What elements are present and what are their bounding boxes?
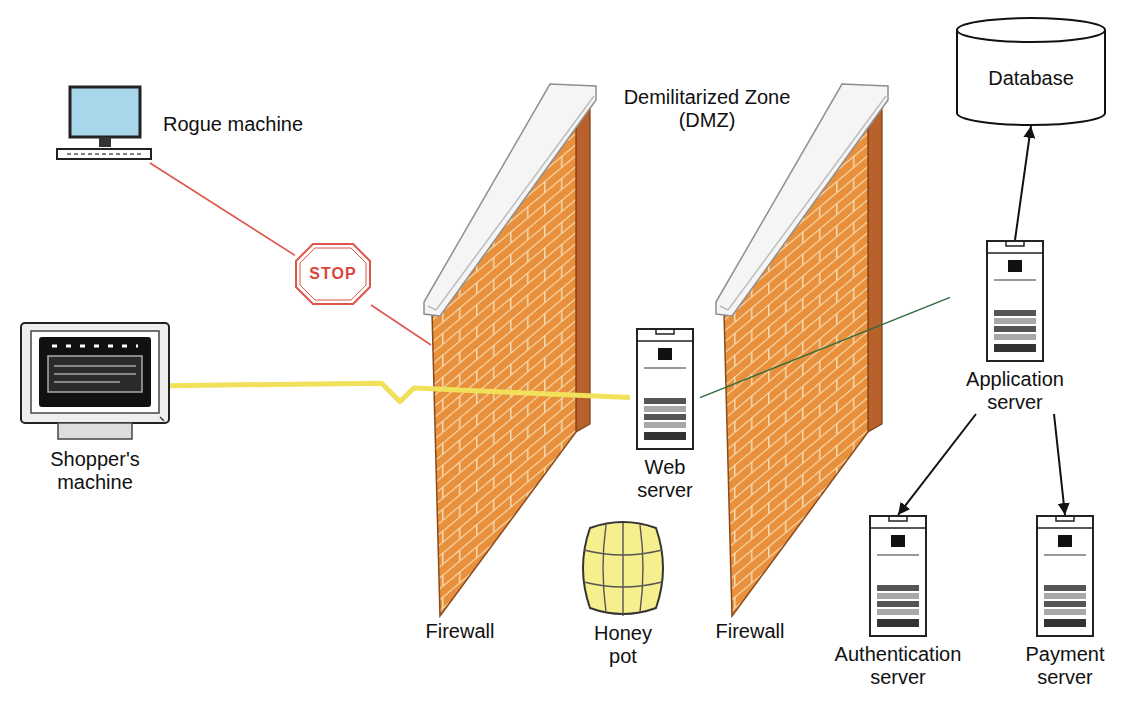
server-stripe <box>1044 609 1086 615</box>
server-stripe <box>644 398 686 404</box>
application-server-icon: Application server <box>950 240 1080 414</box>
server-base <box>1044 619 1086 627</box>
server-case <box>987 241 1043 361</box>
node-label: Database <box>988 67 1074 90</box>
crt-bezel <box>31 331 159 413</box>
server-base <box>877 619 919 627</box>
payment-server-drawing <box>1036 515 1094 637</box>
firewall-label: Firewall <box>700 620 800 643</box>
connector-line <box>1015 126 1031 240</box>
crt-mark <box>160 417 164 421</box>
web-server-icon: Web server <box>630 328 700 502</box>
barrel-staves <box>603 523 643 616</box>
crt-screen <box>39 337 151 407</box>
server-line <box>994 279 1036 281</box>
server-line <box>644 367 686 369</box>
server-stripe <box>877 585 919 591</box>
node-label: Web server <box>630 456 700 502</box>
honey-pot-drawing <box>580 520 666 616</box>
firewall-wall <box>424 84 596 616</box>
cylinder-rim <box>957 30 1105 42</box>
server-case <box>1037 516 1093 636</box>
firewall-wall <box>716 84 888 616</box>
shopper-machine-icon: Shopper's machine <box>20 322 170 494</box>
shopper-machine-drawing <box>20 322 170 442</box>
cylinder-body <box>957 18 1105 125</box>
server-stripe <box>994 326 1036 332</box>
server-top <box>987 241 1043 253</box>
server-stripe <box>994 334 1036 340</box>
rogue-machine-icon: Rogue machine <box>55 85 303 163</box>
server-stripe <box>877 593 919 599</box>
zone-label: Demilitarized Zone (DMZ) <box>612 86 802 132</box>
firewall-label: Firewall <box>410 620 510 643</box>
blocked-connection-line <box>371 305 431 345</box>
server-stripe <box>877 601 919 607</box>
connector-line <box>700 297 950 397</box>
database-cylinder: Database <box>955 18 1107 126</box>
application-server-drawing <box>986 240 1044 362</box>
server-top <box>637 329 693 341</box>
server-stripe <box>994 310 1036 316</box>
server-bay <box>658 348 672 360</box>
stop-octagon <box>296 244 370 304</box>
server-bay <box>1008 260 1022 272</box>
keyboard <box>57 149 151 159</box>
payment-server-icon: Payment server <box>1010 515 1120 689</box>
server-stripe <box>644 406 686 412</box>
server-case <box>870 516 926 636</box>
monitor-stand <box>99 137 111 147</box>
connector-line <box>150 163 295 255</box>
honey-pot-icon: Honey pot <box>578 520 668 668</box>
server-bay <box>891 535 905 547</box>
connector-line <box>898 414 976 515</box>
authentication-server-drawing <box>869 515 927 637</box>
connector-line <box>1054 414 1065 515</box>
server-bay <box>1058 535 1072 547</box>
node-label: Shopper's machine <box>25 448 165 494</box>
server-stripe <box>1044 601 1086 607</box>
authentication-server-icon: Authentication server <box>813 515 983 689</box>
rogue-machine-drawing <box>55 85 155 163</box>
lightning-connector <box>170 383 630 401</box>
screen-panel <box>48 356 142 392</box>
crt-base <box>58 423 132 439</box>
server-line <box>877 554 919 556</box>
server-base <box>644 432 686 440</box>
node-label: Authentication server <box>813 643 983 689</box>
node-label: Rogue machine <box>163 113 303 136</box>
server-case <box>637 329 693 449</box>
server-stripe <box>644 414 686 420</box>
stop-sign: STOP <box>295 243 371 305</box>
stop-inner-octagon <box>300 248 366 300</box>
web-server-drawing <box>636 328 694 450</box>
server-stripe <box>1044 585 1086 591</box>
server-line <box>1044 554 1086 556</box>
screen-dots <box>52 345 138 348</box>
server-base <box>994 344 1036 352</box>
server-top <box>870 516 926 528</box>
server-stripe <box>644 422 686 428</box>
server-top <box>1037 516 1093 528</box>
screen-lines <box>54 366 136 382</box>
node-label: Application server <box>950 368 1080 414</box>
keyboard-keys <box>67 153 141 155</box>
server-stripe <box>1044 593 1086 599</box>
node-label: Honey pot <box>578 622 668 668</box>
server-stripe <box>994 318 1036 324</box>
crt-case <box>21 323 169 423</box>
node-label: Payment server <box>1010 643 1120 689</box>
node-label: STOP <box>309 265 356 283</box>
monitor-screen <box>70 87 140 137</box>
server-stripe <box>877 609 919 615</box>
